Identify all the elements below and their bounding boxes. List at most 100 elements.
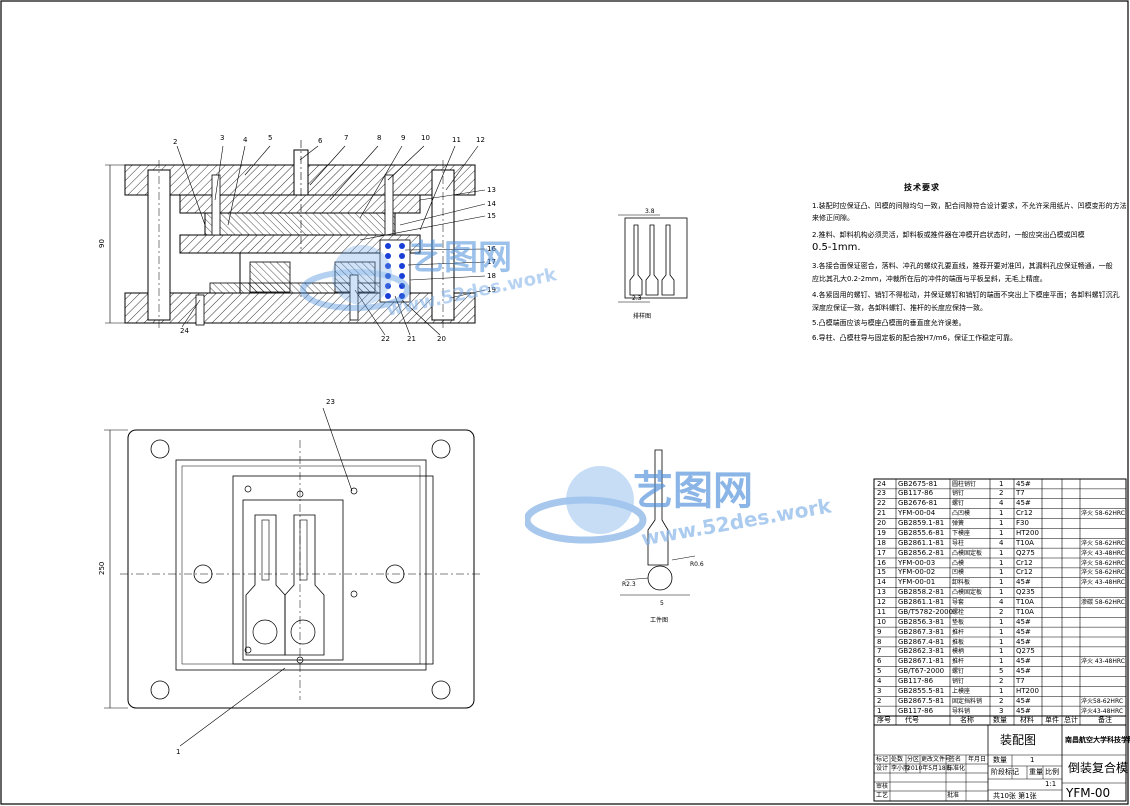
bom-cell-qty: 2: [999, 489, 1004, 498]
bom-cell-no: 1: [877, 706, 882, 715]
watermark-logo-upper: 艺图网 www.52des.work: [300, 230, 560, 340]
strip-label: 排样图: [633, 312, 651, 320]
rev-label-sign: 签名: [949, 756, 962, 763]
bom-cell-note: 淬火 58-62HRC: [1081, 510, 1125, 518]
bom-cell-mat: T7: [1016, 489, 1025, 498]
designer-name: 李小朋: [891, 765, 910, 772]
bom-cell-qty: 3: [999, 706, 1004, 715]
bom-cell-qty: 5: [999, 667, 1004, 676]
bom-cell-mat: 45#: [1016, 637, 1031, 646]
bom-header-no: 序号: [877, 716, 891, 724]
part-no: 12: [476, 136, 485, 144]
bom-cell-code: GB117-86: [898, 706, 934, 715]
workpiece-dim-b: R0.6: [690, 561, 704, 568]
bom-cell-mat: 45#: [1016, 667, 1031, 676]
bom-cell-no: 16: [877, 558, 886, 567]
bom-cell-code: YFM-00-04: [898, 509, 936, 518]
tech-line: 来修正间隙。: [812, 214, 854, 222]
bom-cell-qty: 1: [999, 548, 1004, 557]
part-no: 3: [220, 134, 224, 142]
tech-line: 3.各接合面保证密合，落料、冲孔的螺纹孔要直线，推荐开要对准凹，其漏料孔应保证畅…: [812, 262, 1113, 270]
bom-cell-no: 3: [877, 686, 882, 695]
bom-cell-no: 18: [877, 538, 886, 547]
part-numbers-bottom: 24 22 21 20: [180, 327, 446, 343]
bom-cell-no: 5: [877, 667, 882, 676]
globe-icon: [523, 466, 647, 544]
bom-cell-no: 6: [877, 657, 882, 666]
bom-cell-mat: 45#: [1016, 578, 1031, 587]
bom-header-weight2: 总计: [1064, 716, 1078, 724]
tech-line: 5.凸模端面应该与模座凸模面的垂直度允许误差。: [812, 319, 966, 327]
scale-label: 比例: [1045, 768, 1059, 776]
weight-label: 重量: [1029, 768, 1043, 776]
workpiece-dim-a: R2.3: [622, 581, 636, 588]
bom-cell-no: 13: [877, 588, 886, 597]
tech-line: 深度应保证一致，各卸料螺钉、推杆的长度应保持一致。: [812, 304, 987, 312]
section-view: 90 2: [98, 134, 496, 343]
tech-title: 技术要求: [904, 183, 940, 192]
bom-cell-mat: Q275: [1016, 548, 1035, 557]
bom-cell-code: GB2856.3-81: [898, 617, 945, 626]
bom-cell-name: 下模座: [952, 529, 971, 537]
mold-name: 倒装复合模: [1068, 761, 1129, 775]
bom-cell-name: 凸模固定板: [952, 589, 983, 597]
bom-cell-name: 销钉: [952, 490, 965, 498]
bom-cell-code: YFM-00-02: [898, 568, 936, 577]
part-numbers-top: 2 3 4 5 6 7 8 9 10 11 12: [173, 134, 485, 146]
bom-cell-qty: 1: [999, 568, 1004, 577]
bom-cell-code: GB117-86: [898, 489, 934, 498]
bom-cell-qty: 1: [999, 647, 1004, 656]
bom-cell-no: 2: [877, 696, 882, 705]
bom-cell-no: 10: [877, 617, 886, 626]
bom-cell-name: 导柱: [952, 539, 965, 547]
part-no: 6: [318, 137, 323, 145]
bom-cell-qty: 1: [999, 588, 1004, 597]
bom-cell-name: 固定挡料销: [952, 697, 983, 705]
bom-cell-no: 20: [877, 519, 886, 527]
bom-cell-name: 推杆: [952, 658, 965, 666]
bom-cell-mat: Cr12: [1016, 568, 1033, 577]
design-label: 设计: [876, 765, 889, 772]
plan-view: [104, 407, 480, 747]
bom-cell-name: 推板: [952, 638, 965, 646]
bom-cell-mat: Q275: [1016, 647, 1035, 656]
bom-cell-name: 凸模: [952, 559, 965, 567]
part-numbers-right: 13 14 15 16 17 18 19: [487, 186, 496, 294]
bom-cell-qty: 4: [999, 499, 1004, 508]
bom-cell-no: 15: [877, 568, 886, 577]
bom-cell-no: 23: [877, 489, 886, 498]
bom-cell-code: GB2856.2-81: [898, 548, 945, 557]
bom-cell-code: GB2859.1-81: [898, 519, 945, 527]
bom-cell-name: 凸模固定板: [952, 549, 983, 557]
bom-cell-mat: Cr12: [1016, 509, 1033, 518]
workpiece: [620, 449, 696, 596]
bom-cell-code: GB2867.5-81: [898, 696, 945, 705]
rev-label-mark: 标记: [876, 756, 889, 763]
bom-cell-code: GB2858.2-81: [898, 588, 945, 597]
scale-value: 1:1: [1045, 780, 1057, 788]
bom-header-note: 备注: [1098, 716, 1112, 724]
bom-cell-name: 导料销: [952, 707, 971, 715]
bom-cell-name: 推杆: [952, 628, 965, 636]
part-no: 11: [452, 136, 461, 144]
globe-icon: [300, 245, 410, 311]
bom-cell-code: YFM-00-03: [898, 558, 936, 567]
bom-cell-mat: HT200: [1016, 528, 1039, 537]
part-no: 16: [487, 245, 496, 253]
bom-cell-mat: 45#: [1016, 657, 1031, 666]
bom-cell-qty: 4: [999, 598, 1004, 606]
bom-cell-qty: 1: [999, 528, 1004, 537]
callout-1: 1: [176, 748, 180, 756]
check-label: 审核: [876, 783, 889, 790]
bom-cell-code: GB2676-81: [898, 499, 938, 508]
bom-cell-mat: Q235: [1016, 588, 1035, 597]
bom-cell-name: 上模座: [952, 687, 971, 695]
part-no: 9: [401, 134, 405, 142]
part-no: 24: [180, 327, 189, 335]
callout-23: 23: [326, 398, 335, 406]
bom-grid: [873, 478, 1127, 802]
bom-cell-qty: 2: [999, 607, 1004, 616]
bom-cell-qty: 1: [999, 479, 1004, 488]
part-no: 17: [487, 258, 496, 266]
